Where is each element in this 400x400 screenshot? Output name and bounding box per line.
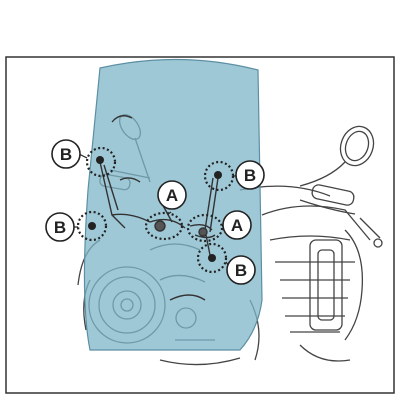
callout-label: B (244, 166, 256, 185)
callout-a-right: A (222, 210, 252, 240)
callout-b-upper-left: B (51, 139, 81, 169)
highlight-ring (85, 146, 117, 178)
bolt (208, 254, 216, 262)
bolt (96, 156, 104, 164)
callout-a-left: A (157, 180, 187, 210)
highlight-ring (144, 211, 184, 241)
callout-b-mid-left: B (45, 212, 75, 242)
highlight-ring (186, 213, 224, 243)
bolts (88, 156, 222, 262)
mounting-bracket (99, 115, 219, 301)
bolt (88, 222, 96, 230)
bolt (214, 171, 222, 179)
right-mirror (339, 125, 375, 167)
callout-label: B (54, 218, 66, 237)
callout-label: B (60, 145, 72, 164)
callout-label: B (235, 261, 247, 280)
highlight-ring (76, 210, 108, 242)
callout-b-upper-right: B (235, 160, 265, 190)
callout-label: A (231, 216, 243, 235)
callout-label: A (166, 186, 178, 205)
highlight-ring (196, 242, 228, 274)
callout-b-lower-right: B (226, 255, 256, 285)
